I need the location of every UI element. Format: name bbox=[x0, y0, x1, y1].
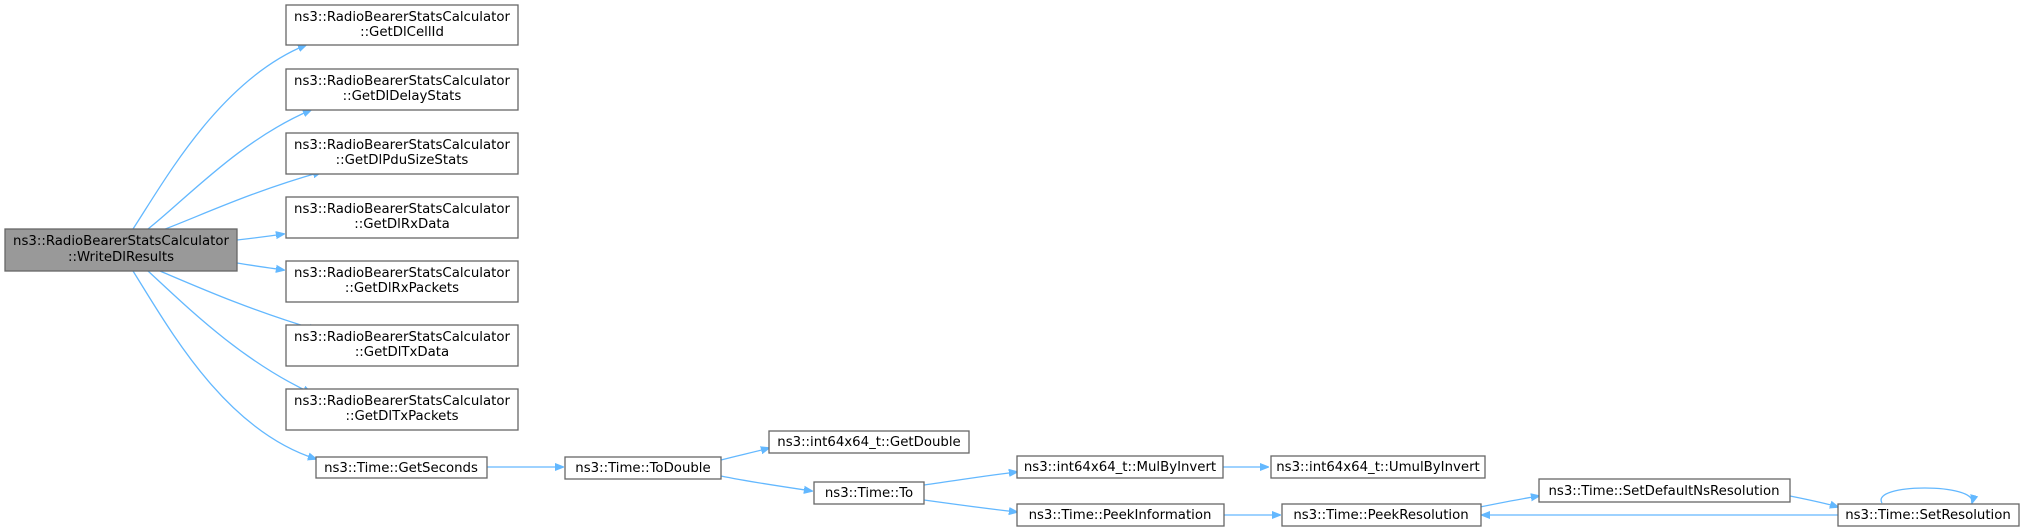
node-peekinformation-label: ns3::Time::PeekInformation bbox=[1029, 508, 1212, 523]
node-getdlrxdata-line1: ns3::RadioBearerStatsCalculator bbox=[294, 202, 510, 217]
node-writedlresults-line1: ns3::RadioBearerStatsCalculator bbox=[13, 234, 229, 249]
node-mulbyinvert-label: ns3::int64x64_t::MulByInvert bbox=[1024, 460, 1216, 475]
edge-setdefaultnsresolution-setresolution bbox=[1789, 495, 1838, 507]
edge-to-mulbyinvert bbox=[923, 472, 1017, 486]
edge-writedlresults-getdlrxpackets bbox=[236, 262, 284, 270]
node-peekresolution[interactable]: ns3::Time::PeekResolution bbox=[1281, 503, 1482, 527]
node-getdltxdata-line1: ns3::RadioBearerStatsCalculator bbox=[294, 330, 510, 345]
node-getseconds[interactable]: ns3::Time::GetSeconds bbox=[315, 456, 488, 479]
node-mulbyinvert[interactable]: ns3::int64x64_t::MulByInvert bbox=[1016, 455, 1224, 479]
node-setdefaultnsresolution-label: ns3::Time::SetDefaultNsResolution bbox=[1548, 484, 1779, 499]
edge-writedlresults-getdlrxdata bbox=[236, 234, 284, 241]
node-getdlrxdata[interactable]: ns3::RadioBearerStatsCalculator ::GetDlR… bbox=[285, 196, 519, 239]
node-setresolution[interactable]: ns3::Time::SetResolution bbox=[1837, 503, 2020, 527]
node-getdltxpackets-line2: ::GetDlTxPackets bbox=[345, 409, 458, 424]
node-getseconds-label: ns3::Time::GetSeconds bbox=[324, 461, 478, 476]
edge-writedlresults-getseconds bbox=[132, 270, 316, 459]
edge-writedlresults-getdltxpackets bbox=[147, 270, 311, 393]
node-setresolution-label: ns3::Time::SetResolution bbox=[1845, 508, 2011, 523]
node-getdlcellid[interactable]: ns3::RadioBearerStatsCalculator ::GetDlC… bbox=[285, 4, 519, 46]
edge-todouble-to bbox=[720, 475, 812, 491]
node-getdlcellid-line2: ::GetDlCellId bbox=[360, 25, 444, 40]
edges bbox=[132, 45, 1972, 515]
node-peekinformation[interactable]: ns3::Time::PeekInformation bbox=[1016, 503, 1225, 527]
node-getdlrxpackets[interactable]: ns3::RadioBearerStatsCalculator ::GetDlR… bbox=[285, 260, 519, 303]
node-getdlrxdata-line2: ::GetDlRxData bbox=[354, 217, 449, 232]
node-getdltxpackets-line1: ns3::RadioBearerStatsCalculator bbox=[294, 394, 510, 409]
node-to-label: ns3::Time::To bbox=[825, 486, 913, 501]
node-getdlcellid-line1: ns3::RadioBearerStatsCalculator bbox=[294, 10, 510, 25]
edge-writedlresults-getdlcellid bbox=[132, 45, 306, 230]
node-getdltxpackets[interactable]: ns3::RadioBearerStatsCalculator ::GetDlT… bbox=[285, 388, 519, 431]
node-getdldelaystats[interactable]: ns3::RadioBearerStatsCalculator ::GetDlD… bbox=[285, 68, 519, 111]
node-getdltxdata[interactable]: ns3::RadioBearerStatsCalculator ::GetDlT… bbox=[285, 324, 519, 367]
edge-to-peekinformation bbox=[923, 499, 1017, 512]
node-getdlrxpackets-line2: ::GetDlRxPackets bbox=[345, 281, 459, 296]
node-umulbyinvert[interactable]: ns3::int64x64_t::UmulByInvert bbox=[1270, 455, 1486, 479]
node-getdouble[interactable]: ns3::int64x64_t::GetDouble bbox=[768, 430, 970, 454]
edge-todouble-getdouble bbox=[720, 448, 769, 461]
node-umulbyinvert-label: ns3::int64x64_t::UmulByInvert bbox=[1276, 460, 1480, 475]
node-getdlrxpackets-line1: ns3::RadioBearerStatsCalculator bbox=[294, 266, 510, 281]
edge-setresolution-self bbox=[1880, 487, 1972, 503]
node-getdltxdata-line2: ::GetDlTxData bbox=[355, 345, 449, 360]
node-getdlpdusizestats-line2: ::GetDlPduSizeStats bbox=[336, 153, 469, 168]
edge-writedlresults-getdltxdata bbox=[159, 270, 317, 330]
node-peekresolution-label: ns3::Time::PeekResolution bbox=[1293, 508, 1468, 523]
node-to[interactable]: ns3::Time::To bbox=[813, 481, 925, 505]
edge-peekresolution-setdefaultnsresolution bbox=[1479, 496, 1539, 508]
node-writedlresults-line2: ::WriteDlResults bbox=[68, 250, 174, 265]
edge-writedlresults-getdlpdusizestats bbox=[159, 172, 321, 232]
node-getdlpdusizestats[interactable]: ns3::RadioBearerStatsCalculator ::GetDlP… bbox=[285, 132, 519, 175]
node-getdouble-label: ns3::int64x64_t::GetDouble bbox=[777, 435, 960, 450]
node-setdefaultnsresolution[interactable]: ns3::Time::SetDefaultNsResolution bbox=[1538, 478, 1791, 503]
node-writedlresults[interactable]: ns3::RadioBearerStatsCalculator ::WriteD… bbox=[4, 228, 238, 272]
edge-writedlresults-getdldelaystats bbox=[147, 110, 311, 230]
node-todouble-label: ns3::Time::ToDouble bbox=[575, 461, 710, 476]
node-getdlpdusizestats-line1: ns3::RadioBearerStatsCalculator bbox=[294, 138, 510, 153]
node-todouble[interactable]: ns3::Time::ToDouble bbox=[564, 456, 722, 480]
node-getdldelaystats-line2: ::GetDlDelayStats bbox=[343, 89, 462, 104]
node-getdldelaystats-line1: ns3::RadioBearerStatsCalculator bbox=[294, 74, 510, 89]
